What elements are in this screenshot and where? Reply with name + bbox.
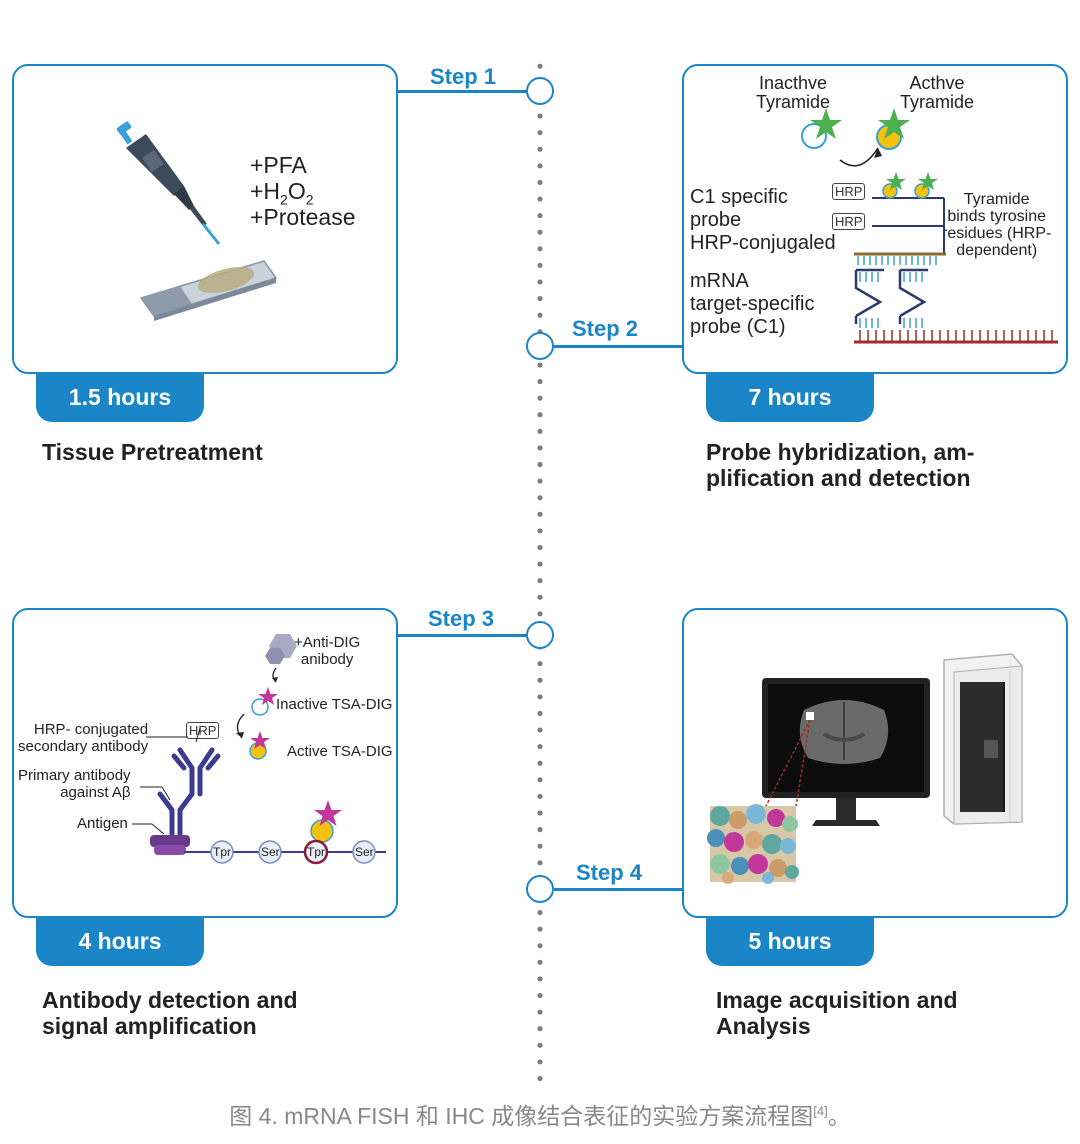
inactive-tsa-label: Inactive TSA-DIG	[276, 696, 393, 713]
residue-tpr-2: Tpr	[307, 845, 325, 859]
step2-timeline-node	[526, 332, 554, 360]
step4-timeline-node	[526, 875, 554, 903]
step1-connector	[398, 90, 526, 93]
reagent-h2o2: +H2O2	[250, 178, 314, 208]
figure-caption: 图 4. mRNA FISH 和 IHC 成像结合表征的实验方案流程图[4]。	[229, 1103, 851, 1129]
microscope-slide-icon	[139, 260, 278, 321]
step1-title: Tissue Pretreatment	[42, 439, 263, 465]
tissue-micrograph-icon	[707, 804, 799, 884]
step3-connector	[398, 634, 526, 637]
step1-timeline-node	[526, 77, 554, 105]
residue-tpr-1: Tpr	[213, 845, 231, 859]
step2-connector	[554, 345, 682, 348]
step2-duration-badge: 7 hours	[706, 372, 874, 422]
residue-chain	[210, 839, 376, 865]
antibody-detection-icon	[132, 634, 386, 855]
reagent-protease: +Protease	[250, 204, 356, 230]
reagent-pfa: +PFA	[250, 152, 307, 178]
step1-panel: +PFA +H2O2 +Protease	[12, 64, 398, 374]
antigen-label: Antigen	[77, 815, 128, 832]
hrp-tag-1: HRP	[832, 183, 866, 200]
step4-connector	[554, 888, 682, 891]
tyramide-activation-icon	[801, 108, 910, 167]
step2-label: Step 2	[572, 316, 639, 341]
hrp-tag: HRP	[186, 722, 220, 739]
timeline-dotted-line	[537, 58, 543, 1090]
step4-panel	[682, 608, 1068, 918]
step1-label: Step 1	[430, 64, 497, 89]
step3-duration-badge: 4 hours	[36, 916, 204, 966]
step4-duration-badge: 5 hours	[706, 916, 874, 966]
residue-ser-2: Ser	[355, 845, 374, 859]
computer-tower-icon	[943, 653, 1023, 825]
step2-title: Probe hybridization, am-plification and …	[706, 439, 975, 491]
pipette-icon	[116, 121, 221, 245]
step3-timeline-node	[526, 621, 554, 649]
probe-hybridization-icon	[854, 172, 1058, 344]
step4-label: Step 4	[576, 860, 643, 885]
step1-duration-badge: 1.5 hours	[36, 372, 204, 422]
residue-ser-1: Ser	[261, 845, 280, 859]
active-tsa-label: Active TSA-DIG	[287, 743, 393, 760]
hrp-tag-2: HRP	[832, 213, 866, 230]
monitor-icon	[762, 678, 930, 826]
step3-label: Step 3	[428, 606, 495, 631]
